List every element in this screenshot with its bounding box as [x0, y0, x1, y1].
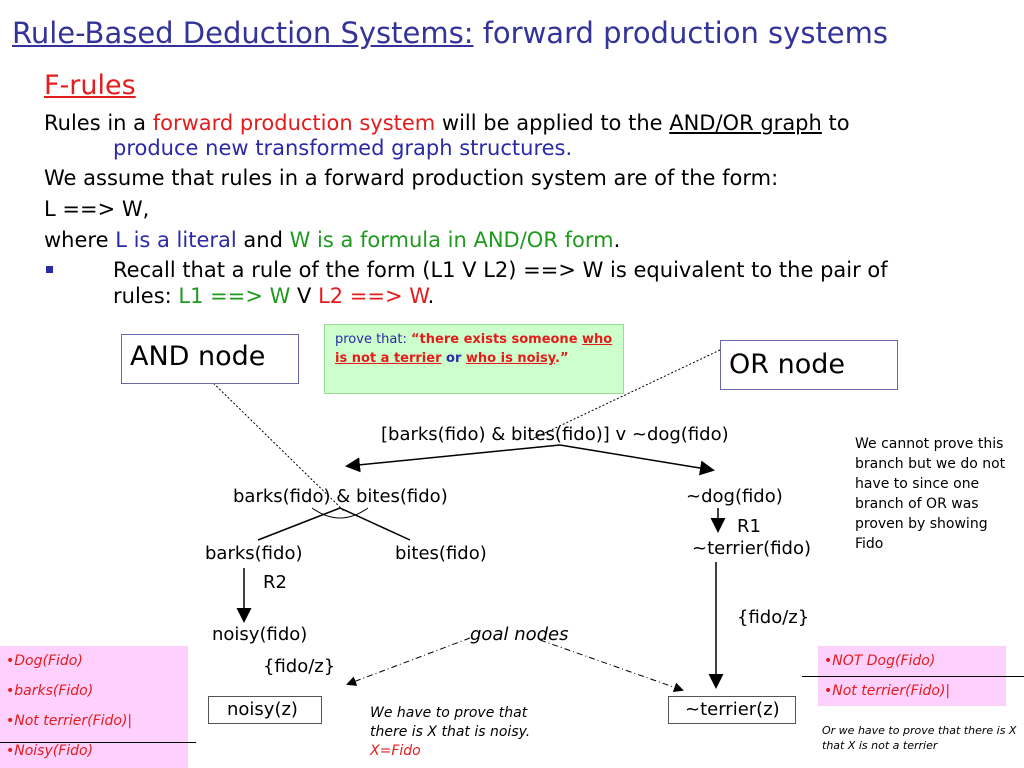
rule-r2: R2 — [263, 572, 287, 593]
edge-and-bites — [339, 507, 411, 541]
paragraph-4: where L is a literal and W is a formula … — [44, 228, 620, 252]
bullet-text-b: L1 ==> W — [178, 284, 291, 308]
subst-right: {fido/z} — [737, 607, 810, 628]
prove-text-e: who is noisy — [465, 351, 555, 366]
prove-text-d: or — [441, 351, 466, 366]
tree-barks: barks(fido) — [205, 543, 303, 564]
goal-pointer-left — [346, 637, 471, 686]
and-arc — [311, 507, 369, 519]
bottom-note-answer: X=Fido — [370, 743, 421, 759]
bullet-text-e: . — [427, 284, 435, 308]
goal-pointer-right — [539, 639, 684, 693]
tree-and-branch: barks(fido) & bites(fido) — [233, 486, 448, 507]
fact-item: •Noisy(Fido) — [6, 743, 94, 759]
para1-text-d: AND/OR graph — [669, 111, 822, 135]
prove-box: prove that: “there exists someone who is… — [324, 324, 624, 394]
bullet-line-1: Recall that a rule of the form (L1 V L2)… — [113, 258, 888, 282]
bottom-note: We have to prove that there is X that is… — [370, 704, 550, 761]
fact-item: •Not terrier(Fido)| — [824, 683, 951, 699]
rule-r1: R1 — [737, 516, 761, 537]
para1-text-c: will be applied to the — [435, 111, 670, 135]
edge-and-barks — [257, 507, 341, 541]
para4-text-c: and — [236, 228, 290, 252]
bullet-text-c: V — [290, 284, 319, 308]
right-facts-divider — [802, 676, 1024, 677]
fact-item: •NOT Dog(Fido) — [824, 653, 936, 669]
section-heading: F-rules — [44, 70, 136, 101]
goal-nodes-label: goal nodes — [470, 624, 569, 645]
bullet-marker — [46, 266, 53, 273]
para4-text-a: where — [44, 228, 116, 252]
paragraph-2: We assume that rules in a forward produc… — [44, 166, 779, 190]
left-facts-divider — [0, 742, 196, 743]
tree-bites: bites(fido) — [395, 543, 487, 564]
para1-text-e: to — [821, 111, 850, 135]
para4-text-b: L is a literal — [115, 228, 237, 252]
and-node-label: AND node — [130, 341, 266, 372]
para4-text-e: . — [613, 228, 621, 252]
or-node-label: OR node — [729, 349, 845, 380]
or-node-box: OR node — [720, 340, 898, 390]
goal-noisy-label: noisy(z) — [227, 699, 298, 720]
prove-text-c: who is not a terrier — [335, 332, 613, 366]
para4-text-d: W is a formula in AND/OR form — [289, 228, 614, 252]
goal-terrier-box: ~terrier(z) — [668, 696, 796, 724]
fact-item: •barks(Fido) — [6, 683, 94, 699]
paragraph-1: Rules in a forward production system wil… — [44, 111, 850, 135]
bullet-line-2: rules: L1 ==> W V L2 ==> W. — [113, 284, 434, 308]
left-facts-box: •Dog(Fido) •barks(Fido) •Not terrier(Fid… — [0, 646, 188, 768]
fact-item: •Dog(Fido) — [6, 653, 83, 669]
and-node-box: AND node — [121, 334, 299, 384]
and-node-pointer — [201, 371, 346, 513]
page-title: Rule-Based Deduction Systems: forward pr… — [12, 16, 888, 50]
prove-text-f: .” — [555, 351, 569, 366]
tree-or-branch: ~dog(fido) — [686, 486, 783, 507]
tree-noisy-fido: noisy(fido) — [212, 624, 308, 645]
bullet-text-d: L2 ==> W — [318, 284, 428, 308]
or-node-pointer — [529, 349, 721, 441]
prove-text-a: prove that: — [335, 332, 412, 347]
right-note: We cannot prove this branch but we do no… — [855, 436, 1006, 552]
bottom-note-text: We have to prove that there is X that is… — [370, 705, 531, 740]
title-rest: forward production systems — [473, 16, 889, 50]
tree-root: [barks(fido) & bites(fido)] v ~dog(fido) — [381, 424, 729, 445]
subst-left: {fido/z} — [263, 656, 336, 677]
bullet-text-a: rules: — [113, 284, 179, 308]
paragraph-3: L ==> W, — [44, 197, 150, 221]
paragraph-1-continuation: produce new transformed graph structures… — [113, 136, 573, 160]
edge-root-or — [559, 444, 715, 476]
prove-text-b: “there exists someone — [411, 332, 583, 347]
goal-noisy-box: noisy(z) — [208, 696, 322, 724]
edge-root-and — [345, 444, 561, 473]
para1-text-a: Rules in a — [44, 111, 153, 135]
goal-terrier-label: ~terrier(z) — [685, 699, 780, 720]
para1-text-b: forward production system — [152, 111, 436, 135]
bottom-right-note: Or we have to prove that there is X that… — [822, 724, 1017, 752]
tree-terrier-fido: ~terrier(fido) — [692, 538, 811, 559]
title-underlined: Rule-Based Deduction Systems: — [12, 16, 474, 50]
fact-item: •Not terrier(Fido)| — [6, 713, 133, 729]
